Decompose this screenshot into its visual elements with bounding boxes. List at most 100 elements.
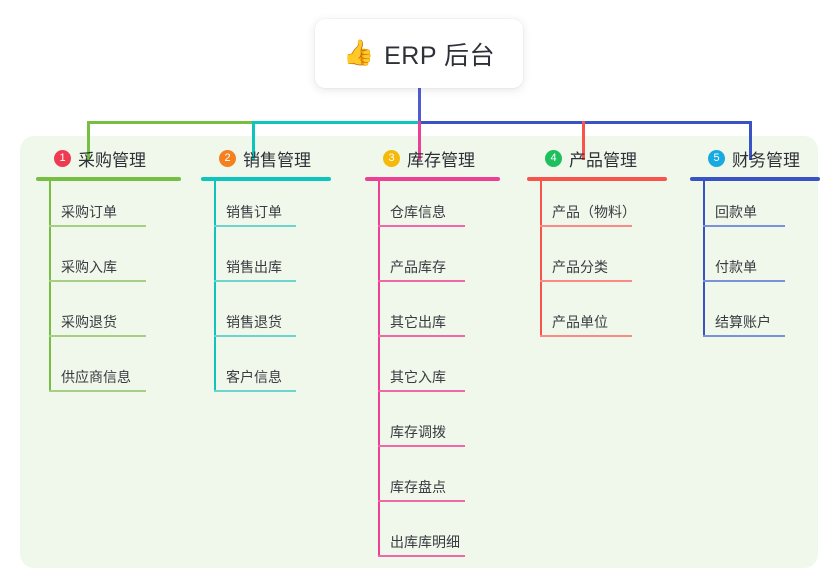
leaf-label: 产品单位 (552, 314, 608, 330)
number-badge-4: 4 (545, 149, 562, 167)
bus-segment-3 (418, 121, 752, 124)
leaf-label: 库存盘点 (390, 479, 446, 495)
leaf-rule (703, 225, 785, 227)
leaf-label: 回款单 (715, 204, 757, 220)
leaf-item[interactable]: 其它出库 (365, 291, 510, 346)
column-5: 5 财务管理回款单付款单结算账户 (690, 146, 830, 346)
leaf-item[interactable]: 产品（物料） (527, 181, 677, 236)
drop-connector-4 (582, 121, 585, 160)
leaf-rule (214, 390, 296, 392)
leaf-item[interactable]: 产品单位 (527, 291, 677, 346)
drop-connector-1 (87, 121, 90, 160)
leaf-label: 结算账户 (715, 314, 771, 330)
leaf-label: 付款单 (715, 259, 757, 275)
column-header-rule-4 (527, 177, 667, 181)
column-header-rule-3 (365, 177, 500, 181)
column-3: 3 库存管理仓库信息产品库存其它出库其它入库库存调拨库存盘点出库库明细 (365, 146, 510, 566)
leaf-item[interactable]: 库存盘点 (365, 456, 510, 511)
leaf-item[interactable]: 产品分类 (527, 236, 677, 291)
leaf-item[interactable]: 产品库存 (365, 236, 510, 291)
column-2: 2 销售管理销售订单销售出库销售退货客户信息 (201, 146, 341, 401)
leaf-item[interactable]: 采购订单 (36, 181, 191, 236)
column-title-2: 销售管理 (243, 150, 311, 170)
leaf-label: 产品库存 (390, 259, 446, 275)
leaf-item[interactable]: 供应商信息 (36, 346, 191, 401)
number-badge-3: 3 (383, 149, 400, 167)
leaf-label: 供应商信息 (61, 369, 131, 385)
leaf-label: 采购入库 (61, 259, 117, 275)
bus-segment-2 (252, 121, 421, 124)
leaf-rule (378, 445, 465, 447)
column-items-2: 销售订单销售出库销售退货客户信息 (201, 181, 341, 401)
leaf-item[interactable]: 销售订单 (201, 181, 341, 236)
column-title-5: 财务管理 (732, 150, 800, 170)
leaf-rule (378, 280, 465, 282)
leaf-item[interactable]: 销售退货 (201, 291, 341, 346)
leaf-label: 出库库明细 (390, 534, 460, 550)
leaf-rule (703, 280, 785, 282)
leaf-rule (540, 335, 632, 337)
column-header-3[interactable]: 3 库存管理 (365, 146, 510, 170)
leaf-rule (49, 390, 146, 392)
leaf-label: 销售退货 (226, 314, 282, 330)
leaf-item[interactable]: 出库库明细 (365, 511, 510, 566)
leaf-label: 其它入库 (390, 369, 446, 385)
column-spine-3 (378, 181, 380, 557)
leaf-rule (378, 335, 465, 337)
leaf-rule (214, 225, 296, 227)
column-spine-1 (49, 181, 51, 392)
leaf-label: 销售出库 (226, 259, 282, 275)
leaf-item[interactable]: 仓库信息 (365, 181, 510, 236)
root-node[interactable]: 👍 ERP 后台 (315, 19, 523, 88)
leaf-item[interactable]: 销售出库 (201, 236, 341, 291)
column-header-rule-5 (690, 177, 820, 181)
leaf-rule (540, 225, 632, 227)
column-header-rule-1 (36, 177, 181, 181)
number-badge-5: 5 (708, 149, 725, 167)
leaf-rule (49, 280, 146, 282)
leaf-item[interactable]: 回款单 (690, 181, 830, 236)
drop-connector-5 (749, 121, 752, 160)
column-1: 1 采购管理采购订单采购入库采购退货供应商信息 (36, 146, 191, 401)
leaf-rule (214, 335, 296, 337)
root-stem-connector (418, 88, 421, 123)
number-badge-2: 2 (219, 149, 236, 167)
column-header-1[interactable]: 1 采购管理 (36, 146, 191, 170)
bus-segment-1 (87, 121, 255, 124)
drop-connector-2 (252, 121, 255, 160)
column-items-4: 产品（物料）产品分类产品单位 (527, 181, 677, 346)
leaf-rule (378, 555, 465, 557)
drop-connector-3 (418, 121, 421, 160)
leaf-item[interactable]: 结算账户 (690, 291, 830, 346)
column-spine-4 (540, 181, 542, 337)
leaf-rule (49, 335, 146, 337)
leaf-rule (49, 225, 146, 227)
leaf-label: 采购退货 (61, 314, 117, 330)
leaf-item[interactable]: 客户信息 (201, 346, 341, 401)
column-items-3: 仓库信息产品库存其它出库其它入库库存调拨库存盘点出库库明细 (365, 181, 510, 566)
leaf-rule (378, 225, 465, 227)
column-header-2[interactable]: 2 销售管理 (201, 146, 341, 170)
column-title-3: 库存管理 (407, 150, 475, 170)
leaf-item[interactable]: 其它入库 (365, 346, 510, 401)
column-spine-2 (214, 181, 216, 392)
leaf-item[interactable]: 采购入库 (36, 236, 191, 291)
leaf-label: 其它出库 (390, 314, 446, 330)
leaf-item[interactable]: 库存调拨 (365, 401, 510, 456)
leaf-rule (703, 335, 785, 337)
column-header-5[interactable]: 5 财务管理 (690, 146, 830, 170)
column-items-5: 回款单付款单结算账户 (690, 181, 830, 346)
thumbs-up-icon: 👍 (342, 39, 375, 67)
number-badge-1: 1 (54, 149, 71, 167)
leaf-item[interactable]: 采购退货 (36, 291, 191, 346)
column-title-1: 采购管理 (78, 150, 146, 170)
leaf-rule (378, 390, 465, 392)
leaf-label: 采购订单 (61, 204, 117, 220)
leaf-label: 库存调拨 (390, 424, 446, 440)
leaf-label: 销售订单 (226, 204, 282, 220)
root-title: ERP 后台 (384, 41, 496, 70)
leaf-item[interactable]: 付款单 (690, 236, 830, 291)
leaf-label: 仓库信息 (390, 204, 446, 220)
